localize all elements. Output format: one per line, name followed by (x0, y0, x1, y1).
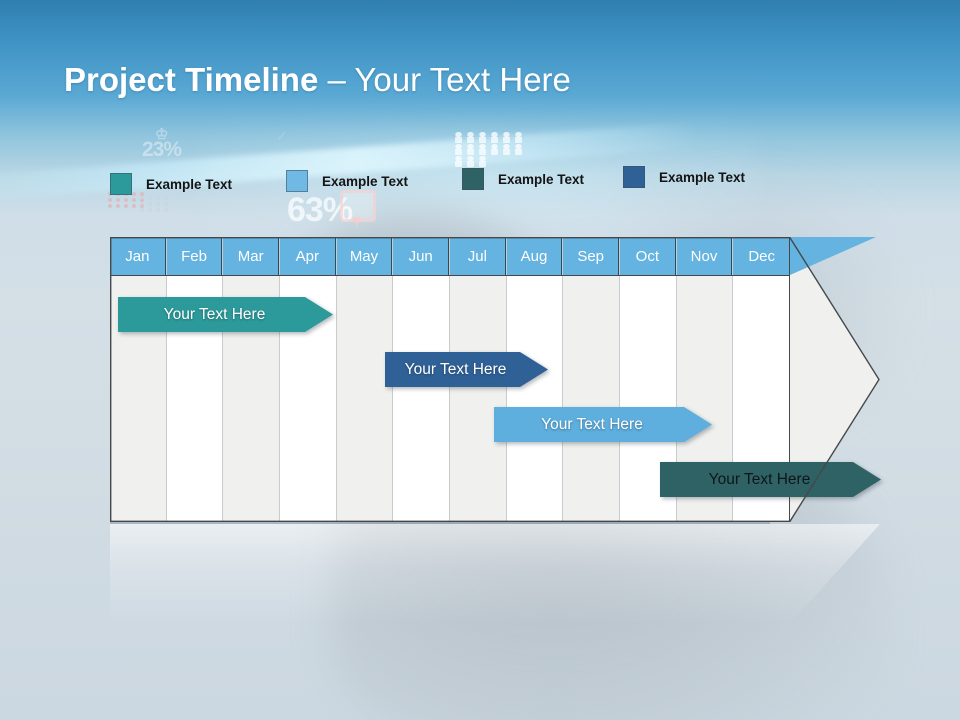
month-header-may[interactable]: May (336, 237, 393, 275)
month-column-apr: Apr (280, 237, 337, 522)
legend-swatch-2 (286, 170, 308, 192)
legend-label-2: Example Text (322, 173, 409, 189)
timeline-bar-4-label: Your Text Here (708, 470, 811, 488)
timeline-bar-3-label: Your Text Here (541, 415, 643, 433)
month-column-mar: Mar (223, 237, 280, 522)
legend-swatch-3 (462, 168, 484, 190)
legend-item-1[interactable]: Example Text (110, 173, 232, 195)
month-header-sep[interactable]: Sep (563, 237, 619, 275)
legend-label-3: Example Text (498, 171, 585, 187)
month-header-jun[interactable]: Jun (393, 237, 449, 275)
legend-item-4[interactable]: Example Text (623, 166, 745, 188)
chevron-baseline (110, 522, 770, 524)
month-header-feb[interactable]: Feb (166, 237, 223, 275)
timeline-bar-1-label: Your Text Here (163, 305, 266, 323)
legend-label-4: Example Text (659, 169, 746, 185)
month-header-mar[interactable]: Mar (223, 237, 279, 275)
month-header-oct[interactable]: Oct (620, 237, 676, 275)
legend: Example Text Example Text Example Text E… (110, 166, 810, 198)
timeline-chevron: Jan Feb Mar Apr May Jun Jul Aug Sep Oct … (110, 237, 880, 522)
timeline-bar-1[interactable]: Your Text Here (118, 297, 333, 332)
timeline-bar-2-label: Your Text Here (404, 360, 507, 378)
timeline-header-underline (110, 275, 790, 277)
legend-item-2[interactable]: Example Text (286, 170, 408, 192)
page-title-strong: Project Timeline (64, 61, 319, 98)
month-header-aug[interactable]: Aug (506, 237, 563, 275)
month-header-nov[interactable]: Nov (676, 237, 733, 275)
timeline-bar-4[interactable]: Your Text Here (660, 462, 881, 497)
header-arrow-extension (790, 237, 876, 275)
month-column-jan: Jan (110, 237, 167, 522)
month-column-sep: Sep (563, 237, 620, 522)
check-watermark-icon: ✓ (276, 128, 288, 144)
timeline-bar-2[interactable]: Your Text Here (385, 352, 548, 387)
page-title-rest: – Your Text Here (318, 61, 571, 98)
page-title: Project Timeline – Your Text Here (64, 58, 571, 102)
legend-swatch-4 (623, 166, 645, 188)
month-column-feb: Feb (166, 237, 224, 522)
month-header-jul[interactable]: Jul (450, 237, 506, 275)
legend-swatch-1 (110, 173, 132, 195)
legend-label-1: Example Text (146, 176, 233, 192)
month-header-apr[interactable]: Apr (280, 237, 336, 275)
timeline-bar-3[interactable]: Your Text Here (494, 407, 712, 442)
legend-item-3[interactable]: Example Text (462, 168, 584, 190)
speech-bubble-watermark-icon (340, 190, 376, 227)
month-header-jan[interactable]: Jan (110, 237, 166, 275)
month-header-dec[interactable]: Dec (733, 237, 790, 275)
